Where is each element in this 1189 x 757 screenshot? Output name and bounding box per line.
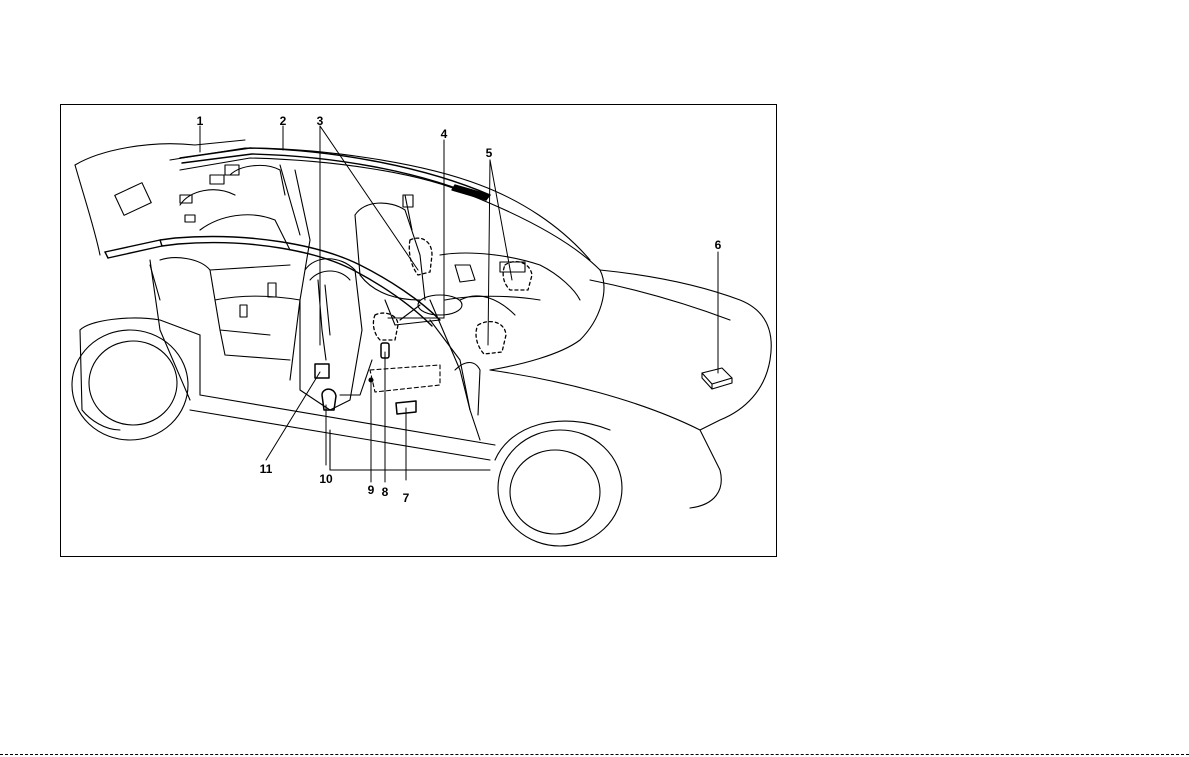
callout-7: 7	[403, 492, 410, 504]
callout-9: 9	[368, 484, 375, 496]
callout-5: 5	[486, 147, 493, 159]
leader-lines	[200, 126, 718, 482]
page-bottom-rule	[0, 754, 1189, 755]
components	[315, 343, 732, 414]
car-body-outline	[72, 140, 771, 546]
callout-1: 1	[197, 115, 204, 127]
callout-8: 8	[382, 486, 389, 498]
callout-3: 3	[317, 115, 324, 127]
callout-4: 4	[441, 128, 448, 140]
dashboard	[400, 253, 580, 410]
callout-6: 6	[715, 239, 722, 251]
callout-10: 10	[319, 473, 332, 485]
callout-11: 11	[260, 463, 273, 475]
callout-2: 2	[280, 115, 287, 127]
